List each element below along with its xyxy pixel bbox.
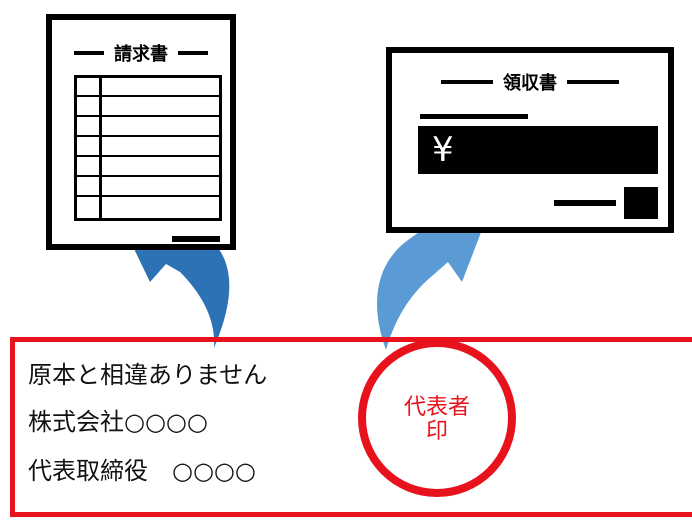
receipt-title: 領収書 bbox=[503, 73, 557, 94]
receipt-signature-line bbox=[554, 200, 616, 206]
receipt-recipient-line bbox=[420, 114, 528, 119]
table-row-divider bbox=[77, 195, 219, 197]
invoice-total-line bbox=[172, 236, 220, 242]
stamp-line-representative: 代表取締役 ○○○○ bbox=[28, 457, 256, 485]
stamp-line-original-copy: 原本と相違ありません bbox=[28, 361, 268, 389]
certification-stamp-frame bbox=[10, 337, 692, 517]
yen-symbol: ¥ bbox=[432, 130, 454, 170]
table-row-divider bbox=[77, 155, 219, 157]
seal-text-line2: 印 bbox=[425, 419, 448, 444]
invoice-title: 請求書 bbox=[114, 44, 168, 65]
receipt-document-icon: 領収書 ¥ bbox=[386, 47, 674, 233]
arrow-to-invoice-icon bbox=[124, 228, 230, 348]
table-row-divider bbox=[77, 175, 219, 177]
invoice-document-icon: 請求書 bbox=[46, 14, 236, 250]
arrow-to-receipt-icon bbox=[377, 212, 488, 350]
table-column-divider bbox=[99, 78, 102, 218]
invoice-title-row: 請求書 bbox=[52, 42, 230, 65]
invoice-table bbox=[74, 75, 222, 221]
receipt-title-row: 領収書 bbox=[392, 71, 668, 94]
table-row-divider bbox=[77, 95, 219, 97]
representative-seal: 代表者 印 bbox=[358, 339, 516, 497]
table-row-divider bbox=[77, 115, 219, 117]
receipt-stamp-box bbox=[624, 187, 658, 219]
title-rule-right bbox=[178, 51, 208, 55]
title-rule-right bbox=[567, 80, 619, 84]
seal-text-line1: 代表者 bbox=[403, 395, 470, 420]
stamp-line-company: 株式会社○○○○ bbox=[28, 408, 208, 436]
title-rule-left bbox=[74, 51, 104, 55]
table-row-divider bbox=[77, 135, 219, 137]
receipt-amount-box: ¥ bbox=[418, 126, 658, 174]
title-rule-left bbox=[441, 80, 493, 84]
